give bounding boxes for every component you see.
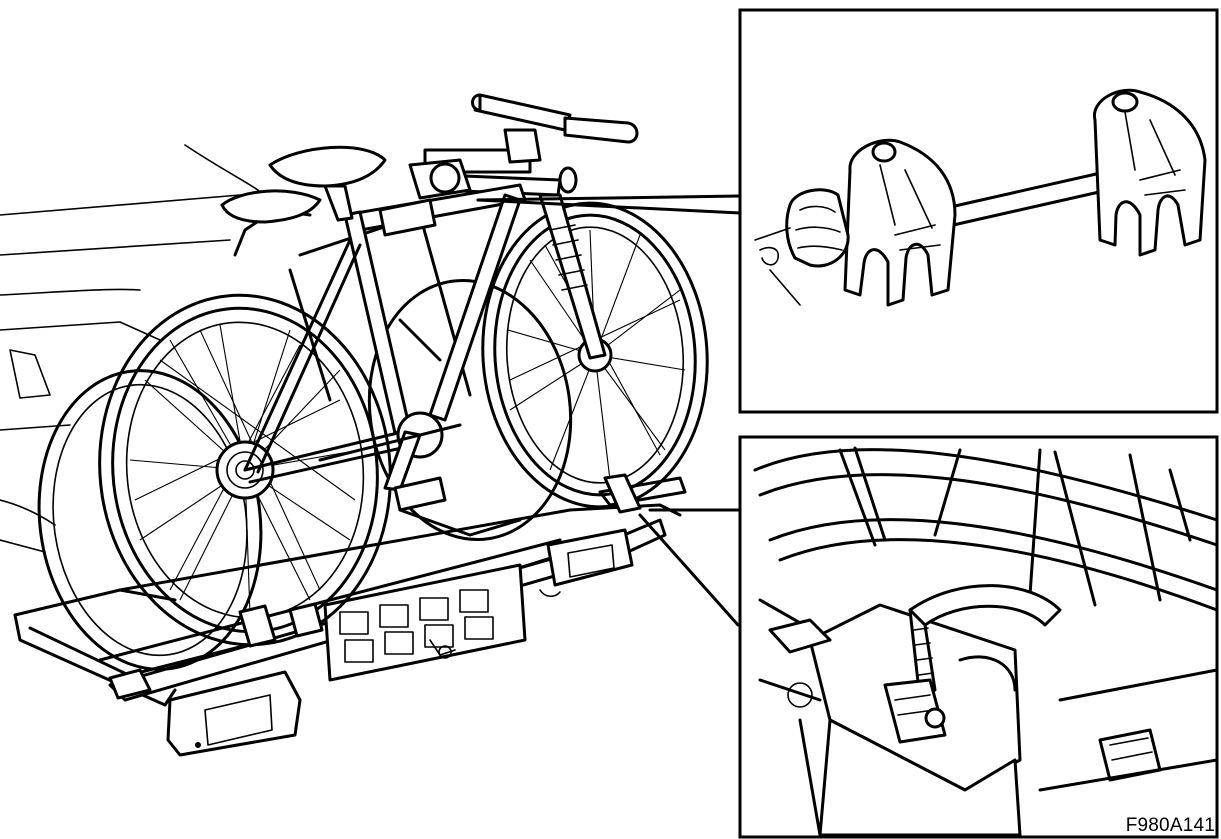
main-view bbox=[0, 93, 742, 757]
license-plate-holder bbox=[323, 563, 527, 682]
leader-line-bottom-2 bbox=[638, 513, 740, 627]
leader-line-top-2 bbox=[476, 198, 742, 215]
rear-light-left bbox=[166, 670, 302, 757]
detail-frame-holder bbox=[738, 8, 1219, 414]
rear-bicycle bbox=[37, 148, 578, 671]
detail-wheel-strap bbox=[738, 435, 1219, 839]
figure-code: F980A141 bbox=[1125, 815, 1215, 836]
rear-light-right bbox=[539, 528, 634, 598]
leader-line-top bbox=[476, 194, 742, 202]
front-bicycle-frame bbox=[243, 93, 639, 512]
car-body-outline bbox=[0, 144, 271, 553]
wheel-strap-front bbox=[603, 473, 642, 514]
wheel-strap-rear bbox=[238, 602, 324, 648]
